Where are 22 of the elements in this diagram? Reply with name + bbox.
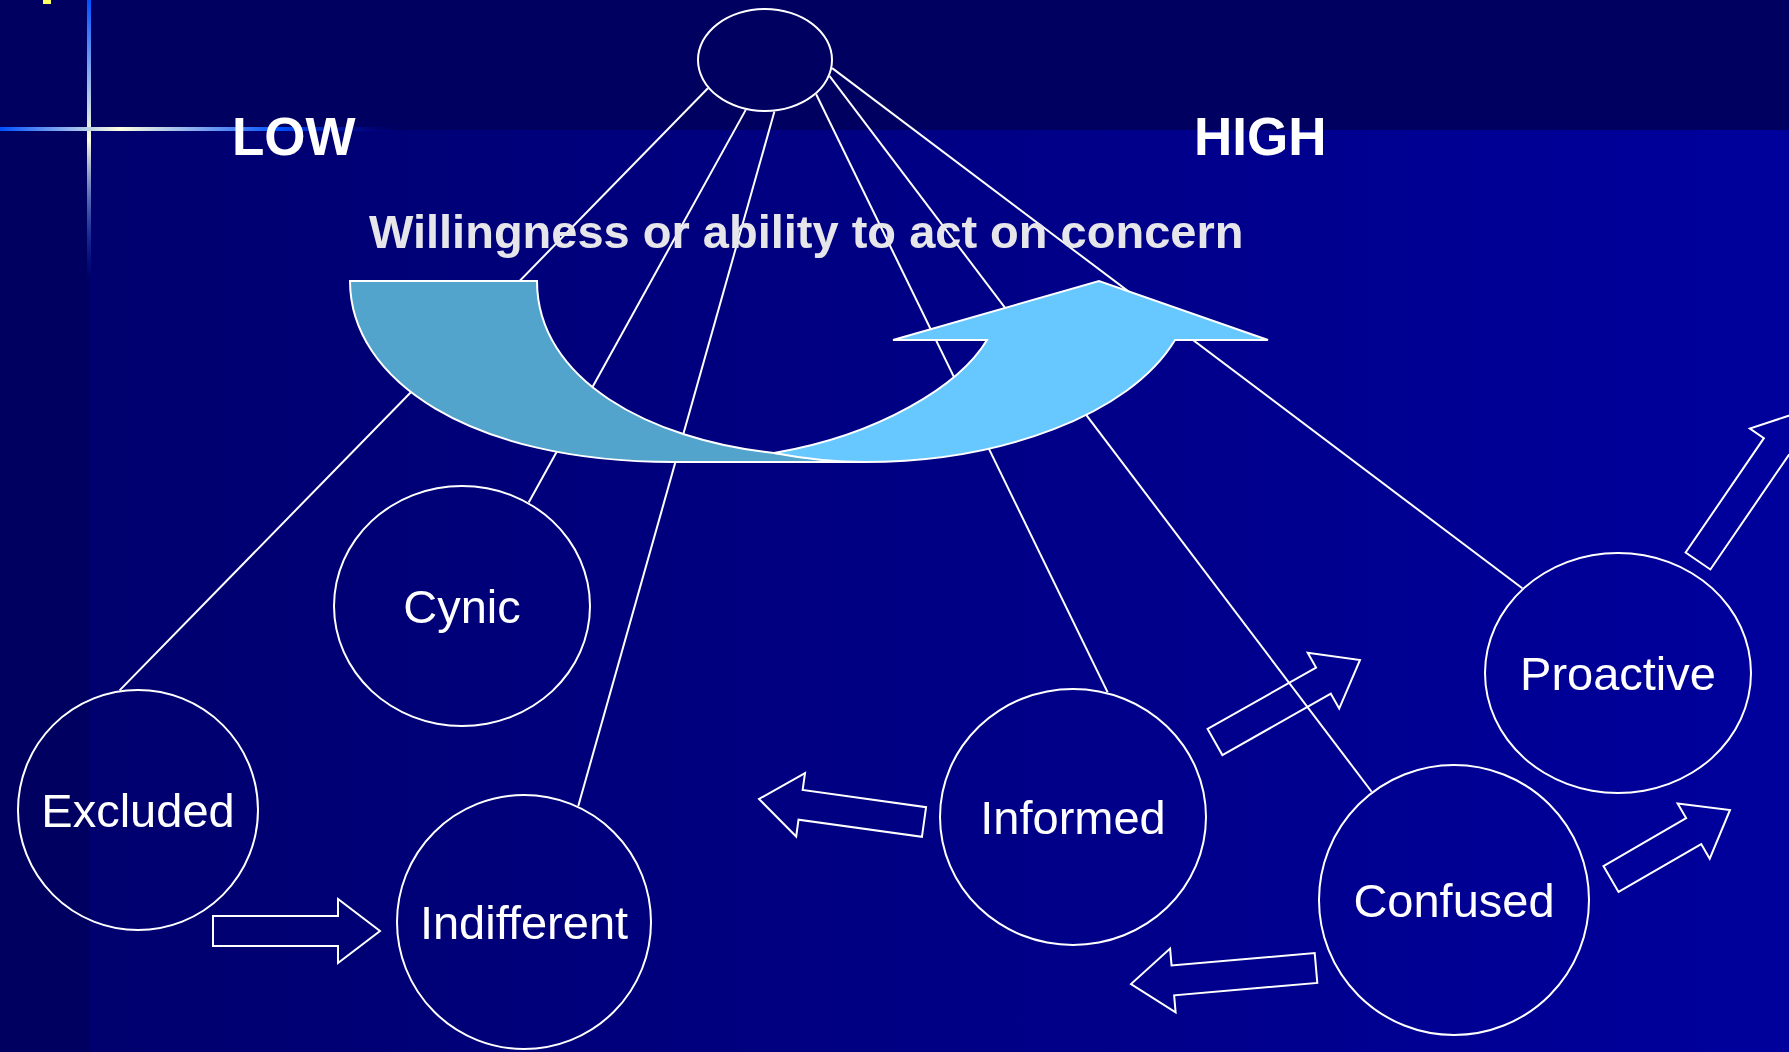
- state-circle: [17, 689, 259, 931]
- block-arrow: [1602, 802, 1732, 894]
- scale-end-label: LOW: [232, 106, 356, 167]
- state-circle: [1484, 552, 1752, 794]
- state-label: Indifferent: [419, 894, 629, 950]
- state-circle: [396, 794, 652, 1050]
- state-label: Informed: [980, 789, 1166, 845]
- scale-end-label: HIGH: [1194, 106, 1327, 167]
- state-circle: [1318, 764, 1590, 1036]
- empty-ellipse: [697, 8, 833, 112]
- connector-line: [831, 67, 1524, 590]
- block-arrow: [1206, 651, 1362, 757]
- block-arrow: [757, 771, 928, 839]
- block-arrow: [1129, 946, 1319, 1015]
- state-label: Cynic: [403, 578, 521, 634]
- state-label: Proactive: [1520, 645, 1716, 701]
- block-arrow: [212, 897, 382, 965]
- state-label: Confused: [1353, 872, 1555, 928]
- state-circle: [939, 688, 1207, 946]
- connector-line: [577, 110, 776, 808]
- state-label: Excluded: [41, 782, 235, 838]
- state-circle: [333, 485, 591, 727]
